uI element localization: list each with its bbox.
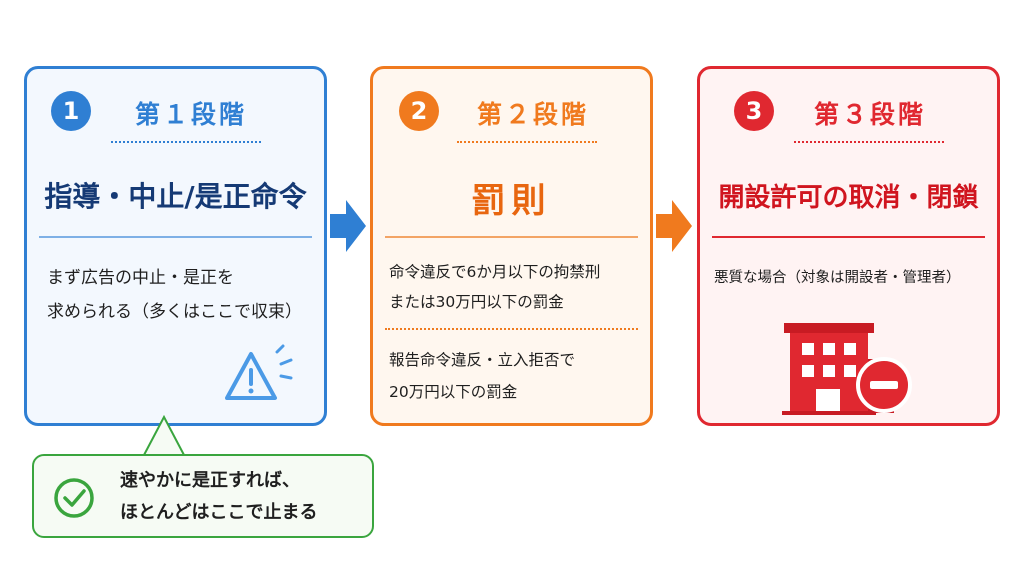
stage-2-penalty-b-line-1: 報告命令違反・立入拒否で bbox=[389, 351, 576, 369]
stage-2-label: 第２段階 bbox=[477, 100, 590, 129]
stage-3-header: 3 第３段階 bbox=[700, 91, 997, 143]
closed-building-icon bbox=[782, 323, 912, 415]
stage-2-divider bbox=[385, 236, 638, 238]
stage-1-dotted-divider bbox=[111, 141, 261, 143]
stage-1-number-badge: 1 bbox=[51, 91, 91, 131]
stage-2-dotted-divider bbox=[457, 141, 597, 143]
warning-triangle-icon bbox=[225, 344, 293, 400]
callout-line-1: 速やかに是正すれば、 bbox=[120, 470, 300, 491]
success-callout: 速やかに是正すれば、 ほとんどはここで止まる bbox=[32, 454, 374, 538]
stage-2-penalty-a-line-2: または30万円以下の罰金 bbox=[389, 293, 564, 311]
stage-3-label: 第３段階 bbox=[814, 100, 927, 129]
stage-1-label: 第１段階 bbox=[135, 100, 248, 129]
stage-1-line-1: まず広告の中止・是正を bbox=[47, 268, 234, 288]
stage-1-card: 1 第１段階 指導・中止/是正命令 まず広告の中止・是正を 求められる（多くはこ… bbox=[24, 66, 327, 426]
stage-1-title: 指導・中止/是正命令 bbox=[44, 180, 307, 213]
stage-1-line-2: 求められる（多くはここで収束） bbox=[47, 302, 302, 322]
arrow-right-icon bbox=[656, 200, 692, 252]
callout-pointer bbox=[143, 415, 185, 456]
arrow-right-icon bbox=[330, 200, 366, 252]
stage-2-number-badge: 2 bbox=[399, 91, 439, 131]
stage-3-divider bbox=[712, 236, 985, 238]
stage-3-line: 悪質な場合（対象は開設者・管理者） bbox=[714, 270, 961, 286]
stage-2-penalty-a-line-1: 命令違反で6か月以下の拘禁刑 bbox=[389, 263, 601, 281]
stage-2-card: 2 第２段階 罰則 命令違反で6か月以下の拘禁刑 または30万円以下の罰金 報告… bbox=[370, 66, 653, 426]
stage-3-title: 開設許可の取消・閉鎖 bbox=[718, 183, 979, 213]
stage-2-header: 2 第２段階 bbox=[373, 91, 650, 143]
stage-3-number-badge: 3 bbox=[734, 91, 774, 131]
stage-1-header: 1 第１段階 bbox=[27, 91, 324, 143]
callout-line-2: ほとんどはここで止まる bbox=[120, 502, 318, 523]
stage-2-title: 罰則 bbox=[471, 181, 552, 221]
stage-2-dotted-separator bbox=[385, 328, 638, 330]
stage-3-dotted-divider bbox=[794, 141, 944, 143]
stage-2-penalty-b-line-2: 20万円以下の罰金 bbox=[389, 383, 518, 401]
stage-1-divider bbox=[39, 236, 312, 238]
stage-3-card: 3 第３段階 開設許可の取消・閉鎖 悪質な場合（対象は開設者・管理者） bbox=[697, 66, 1000, 426]
check-circle-icon bbox=[54, 478, 94, 518]
